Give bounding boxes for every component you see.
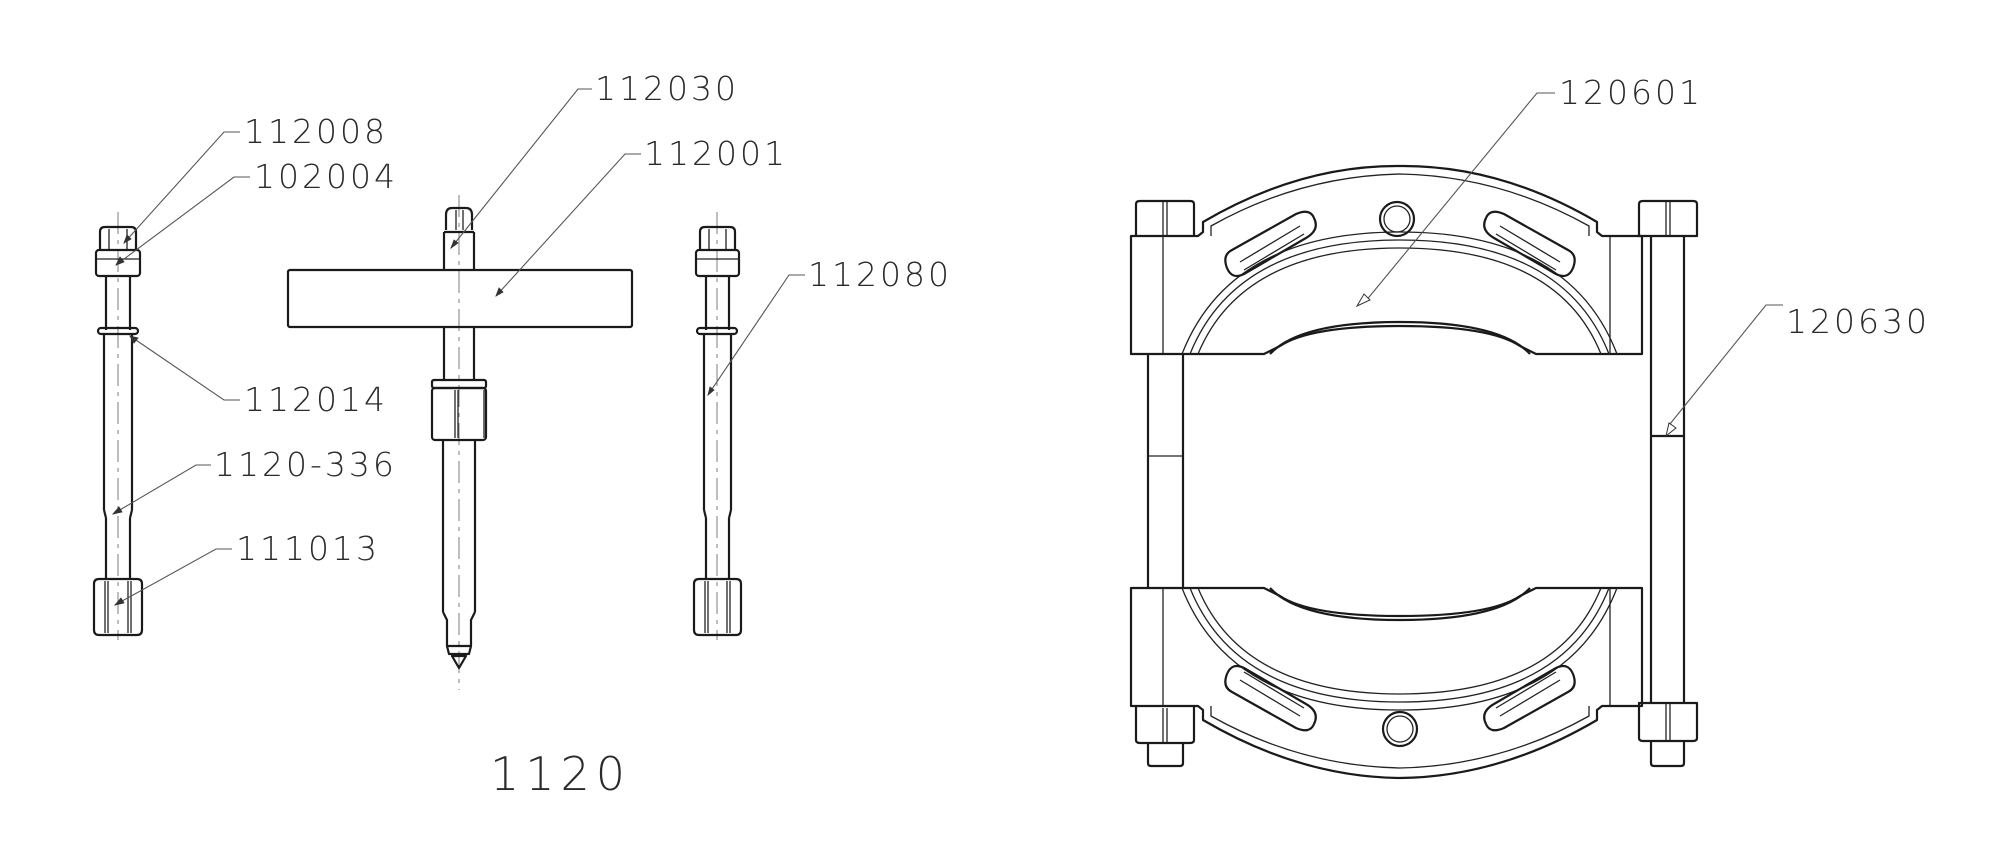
separator-bolt	[1637, 199, 1699, 768]
part-label-111013: 111013	[236, 529, 380, 568]
right-leg-assembly	[692, 212, 743, 640]
part-label-112030: 112030	[595, 69, 739, 108]
part-label-120601: 120601	[1559, 73, 1703, 112]
left-leg-assembly	[92, 212, 144, 640]
leaders-left	[111, 88, 805, 606]
drawing-title: 1120	[490, 747, 632, 801]
bearing-separator-assembly	[1129, 164, 1644, 780]
part-label-102004: 102004	[254, 157, 398, 196]
part-label-112008: 112008	[244, 112, 388, 151]
forcing-screw-assembly	[286, 195, 634, 690]
part-label-120630: 120630	[1786, 302, 1930, 341]
leaders-right	[1355, 92, 1783, 438]
part-label-1120-336: 1120-336	[214, 445, 397, 484]
part-label-112014: 112014	[244, 380, 388, 419]
part-label-112001: 112001	[644, 134, 788, 173]
part-label-112080: 112080	[808, 255, 952, 294]
